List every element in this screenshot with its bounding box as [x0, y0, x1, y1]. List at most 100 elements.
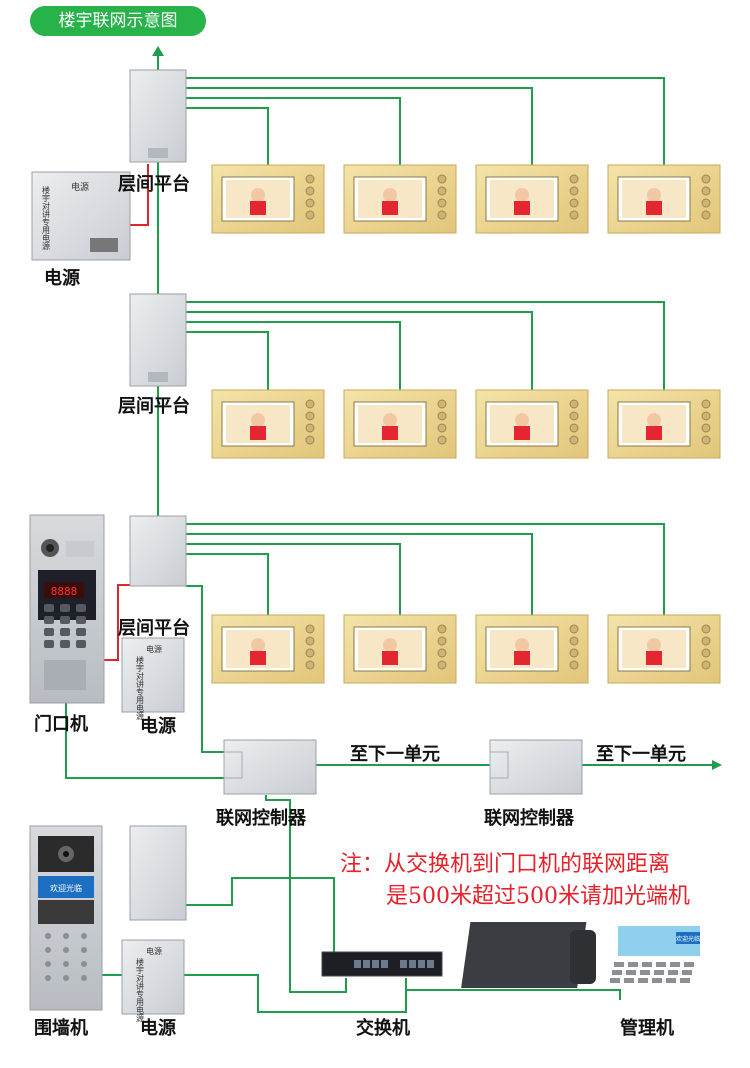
indoor-monitor: [343, 614, 457, 684]
note-line-2: 是500米超过500米请加光端机: [386, 884, 690, 909]
floor-platform-box-2: [129, 293, 187, 387]
keypad-key: [60, 616, 70, 624]
indoor-monitor: [343, 389, 457, 459]
keypad-key: [45, 947, 51, 953]
console-key: [626, 970, 636, 975]
keypad-key: [44, 628, 54, 636]
keypad-key: [63, 947, 69, 953]
diagram-title-badge: 楼宇联网示意图: [30, 6, 206, 36]
indoor-monitor: [211, 614, 325, 684]
switch-port: [400, 960, 407, 968]
console-key: [612, 970, 622, 975]
keypad-key: [44, 616, 54, 624]
label-floor-platform-3: 层间平台: [118, 618, 190, 639]
console-key: [684, 962, 694, 967]
label-switch: 交换机: [356, 1018, 410, 1039]
svg-text:楼宇对讲专用电源: 楼宇对讲专用电源: [136, 655, 145, 721]
management-console-device: 欢迎光临: [461, 922, 700, 988]
floor-wires-2: [186, 301, 665, 390]
indoor-monitor: [607, 614, 721, 684]
svg-text:欢迎光临: 欢迎光临: [50, 883, 82, 893]
indoor-monitor: [607, 164, 721, 234]
label-to-next-unit-2: 至下一单元: [596, 744, 686, 765]
svg-text:电源: 电源: [71, 181, 89, 193]
keypad-key: [81, 961, 87, 967]
power-wires: [102, 164, 149, 661]
floor-platform-box-4: [129, 825, 187, 921]
switch-port: [381, 960, 388, 968]
indoor-monitor: [211, 389, 325, 459]
console-key: [670, 962, 680, 967]
switch-port: [427, 960, 434, 968]
label-floor-platform-2: 层间平台: [118, 396, 190, 417]
floor-wires-3: [186, 523, 665, 615]
console-key: [656, 962, 666, 967]
switch-port: [363, 960, 370, 968]
keypad-key: [81, 947, 87, 953]
floor-platform-box-1: [129, 69, 187, 163]
switch-port: [372, 960, 379, 968]
switch-port: [409, 960, 416, 968]
indoor-monitors: [211, 164, 721, 684]
keypad-key: [76, 640, 86, 648]
keypad-key: [81, 933, 87, 939]
label-floor-platform-1: 层间平台: [118, 174, 190, 195]
keypad-key: [63, 933, 69, 939]
floor-platform-box-3: [129, 515, 187, 587]
indoor-monitor: [475, 389, 589, 459]
console-key: [642, 962, 652, 967]
svg-text:电源: 电源: [146, 644, 162, 654]
indoor-monitor: [475, 614, 589, 684]
console-key: [624, 978, 634, 983]
label-management: 管理机: [620, 1018, 674, 1039]
wall-unit-device: 欢迎光临: [29, 825, 103, 1011]
label-network-controller-2: 联网控制器: [484, 808, 574, 829]
indoor-monitor: [343, 164, 457, 234]
label-network-controller-1: 联网控制器: [216, 808, 306, 829]
indoor-monitor: [211, 164, 325, 234]
keypad-key: [45, 933, 51, 939]
svg-text:电源: 电源: [146, 946, 162, 956]
console-key: [638, 978, 648, 983]
console-key: [666, 978, 676, 983]
label-wall-unit: 围墙机: [34, 1018, 88, 1039]
network-controller-2: [489, 739, 583, 795]
keypad-key: [76, 616, 86, 624]
console-key: [640, 970, 650, 975]
label-to-next-unit-1: 至下一单元: [350, 744, 440, 765]
console-key: [680, 978, 690, 983]
keypad-key: [44, 604, 54, 612]
switch-port: [418, 960, 425, 968]
power-supply-1: 电源 楼宇对讲专用电源: [31, 171, 131, 261]
keypad-key: [63, 975, 69, 981]
label-power-2: 电源: [140, 716, 176, 737]
label-door-unit: 门口机: [34, 714, 88, 735]
keypad-key: [60, 604, 70, 612]
keypad-key: [76, 628, 86, 636]
keypad-key: [63, 961, 69, 967]
network-switch-device: [321, 951, 443, 977]
keypad-key: [81, 975, 87, 981]
uplink-arrow: [152, 46, 164, 70]
console-key: [628, 962, 638, 967]
keypad-key: [76, 604, 86, 612]
console-key: [682, 970, 692, 975]
svg-text:楼宇对讲专用电源: 楼宇对讲专用电源: [136, 957, 145, 1023]
keypad-key: [60, 628, 70, 636]
floor-wires-1: [186, 77, 665, 165]
svg-text:楼宇对讲专用电源: 楼宇对讲专用电源: [42, 185, 51, 251]
network-wires: [65, 585, 712, 1013]
indoor-monitor: [607, 389, 721, 459]
label-power-1: 电源: [44, 268, 80, 289]
network-controller-1: [223, 739, 317, 795]
power-supply-3: 电源 楼宇对讲专用电源: [121, 939, 185, 1023]
keypad-key: [45, 961, 51, 967]
next-unit-arrow: [712, 760, 722, 770]
console-key: [654, 970, 664, 975]
switch-port: [354, 960, 361, 968]
note-line-1: 注：从交换机到门口机的联网距离: [340, 852, 671, 877]
door-unit-device: 8888: [29, 514, 105, 704]
svg-text:8888: 8888: [51, 585, 78, 598]
